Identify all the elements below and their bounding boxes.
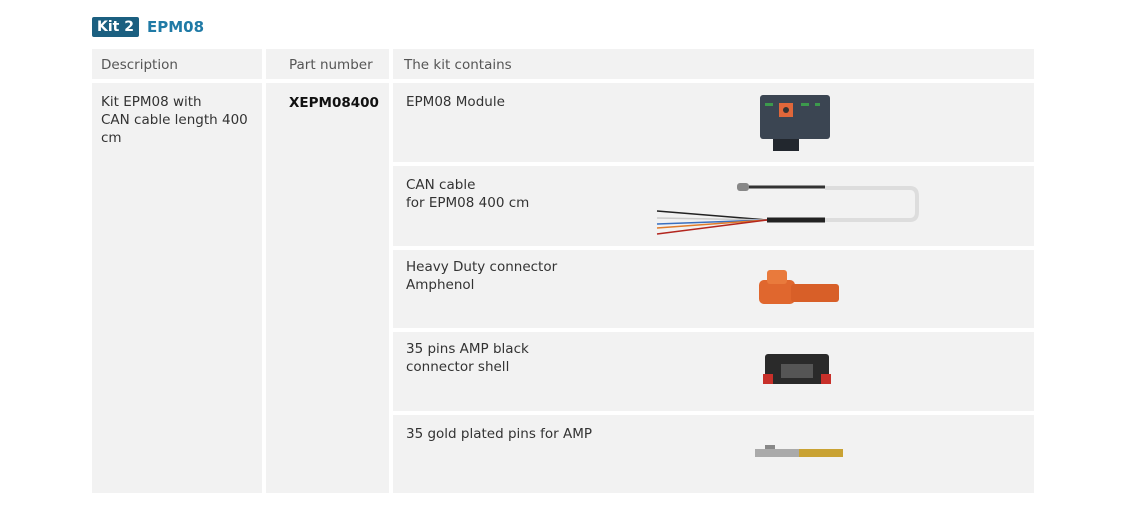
header-contents: The kit contains xyxy=(393,49,1034,79)
kit-item: Heavy Duty connector Amphenol xyxy=(393,250,1034,328)
description-line: CAN cable length 400 cm xyxy=(101,112,248,146)
pin-image xyxy=(755,445,843,457)
item-label: 35 pins AMP black xyxy=(406,341,529,357)
connector-image xyxy=(759,270,839,304)
header-description: Description xyxy=(92,49,262,79)
kit-item: 35 pins AMP black connector shell xyxy=(393,332,1034,411)
item-label: Amphenol xyxy=(406,277,475,293)
shell-image xyxy=(763,354,831,384)
part-number-cell: XEPM08400 xyxy=(266,83,389,493)
kit-name: EPM08 xyxy=(146,18,205,36)
description-cell: Kit EPM08 with CAN cable length 400 cm xyxy=(92,83,262,493)
item-label: 35 gold plated pins for AMP xyxy=(406,426,593,442)
kit-item: CAN cable for EPM08 400 cm xyxy=(393,166,1034,246)
kit-title: Kit 2 EPM08 xyxy=(92,17,204,37)
part-number: XEPM08400 xyxy=(289,95,379,111)
description-line: Kit EPM08 with xyxy=(101,94,202,110)
module-image xyxy=(760,95,830,151)
header-part-number: Part number xyxy=(266,49,389,79)
item-label: CAN cable xyxy=(406,177,476,193)
kit-item: 35 gold plated pins for AMP xyxy=(393,415,1034,493)
item-label: connector shell xyxy=(406,359,510,375)
kit-item: EPM08 Module xyxy=(393,83,1034,162)
kit-badge: Kit 2 xyxy=(92,17,139,37)
cable-image xyxy=(656,183,919,235)
item-label: for EPM08 400 cm xyxy=(406,195,530,211)
item-label: EPM08 Module xyxy=(406,94,505,110)
item-label: Heavy Duty connector xyxy=(406,259,558,275)
